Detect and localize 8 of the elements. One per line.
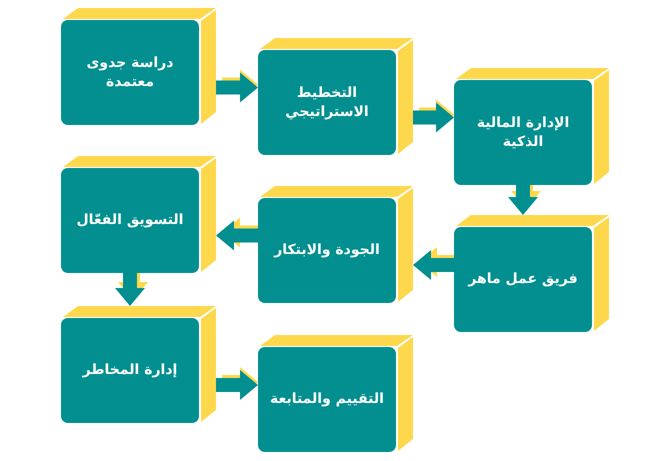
- box-label: التخطيط الاستراتيجي: [284, 84, 370, 122]
- box-label: الجودة والابتكار: [274, 241, 380, 260]
- box-label: التقييم والمتابعة: [270, 390, 384, 409]
- box-label: إدارة المخاطر: [82, 361, 178, 380]
- box-label: فريق عمل ماهر: [468, 270, 578, 289]
- box-label: الإدارة المالية الذكية: [476, 114, 570, 152]
- box-label: دراسة جدوى معتمدة: [86, 54, 174, 92]
- box-label: التسويق الفعّال: [76, 211, 184, 230]
